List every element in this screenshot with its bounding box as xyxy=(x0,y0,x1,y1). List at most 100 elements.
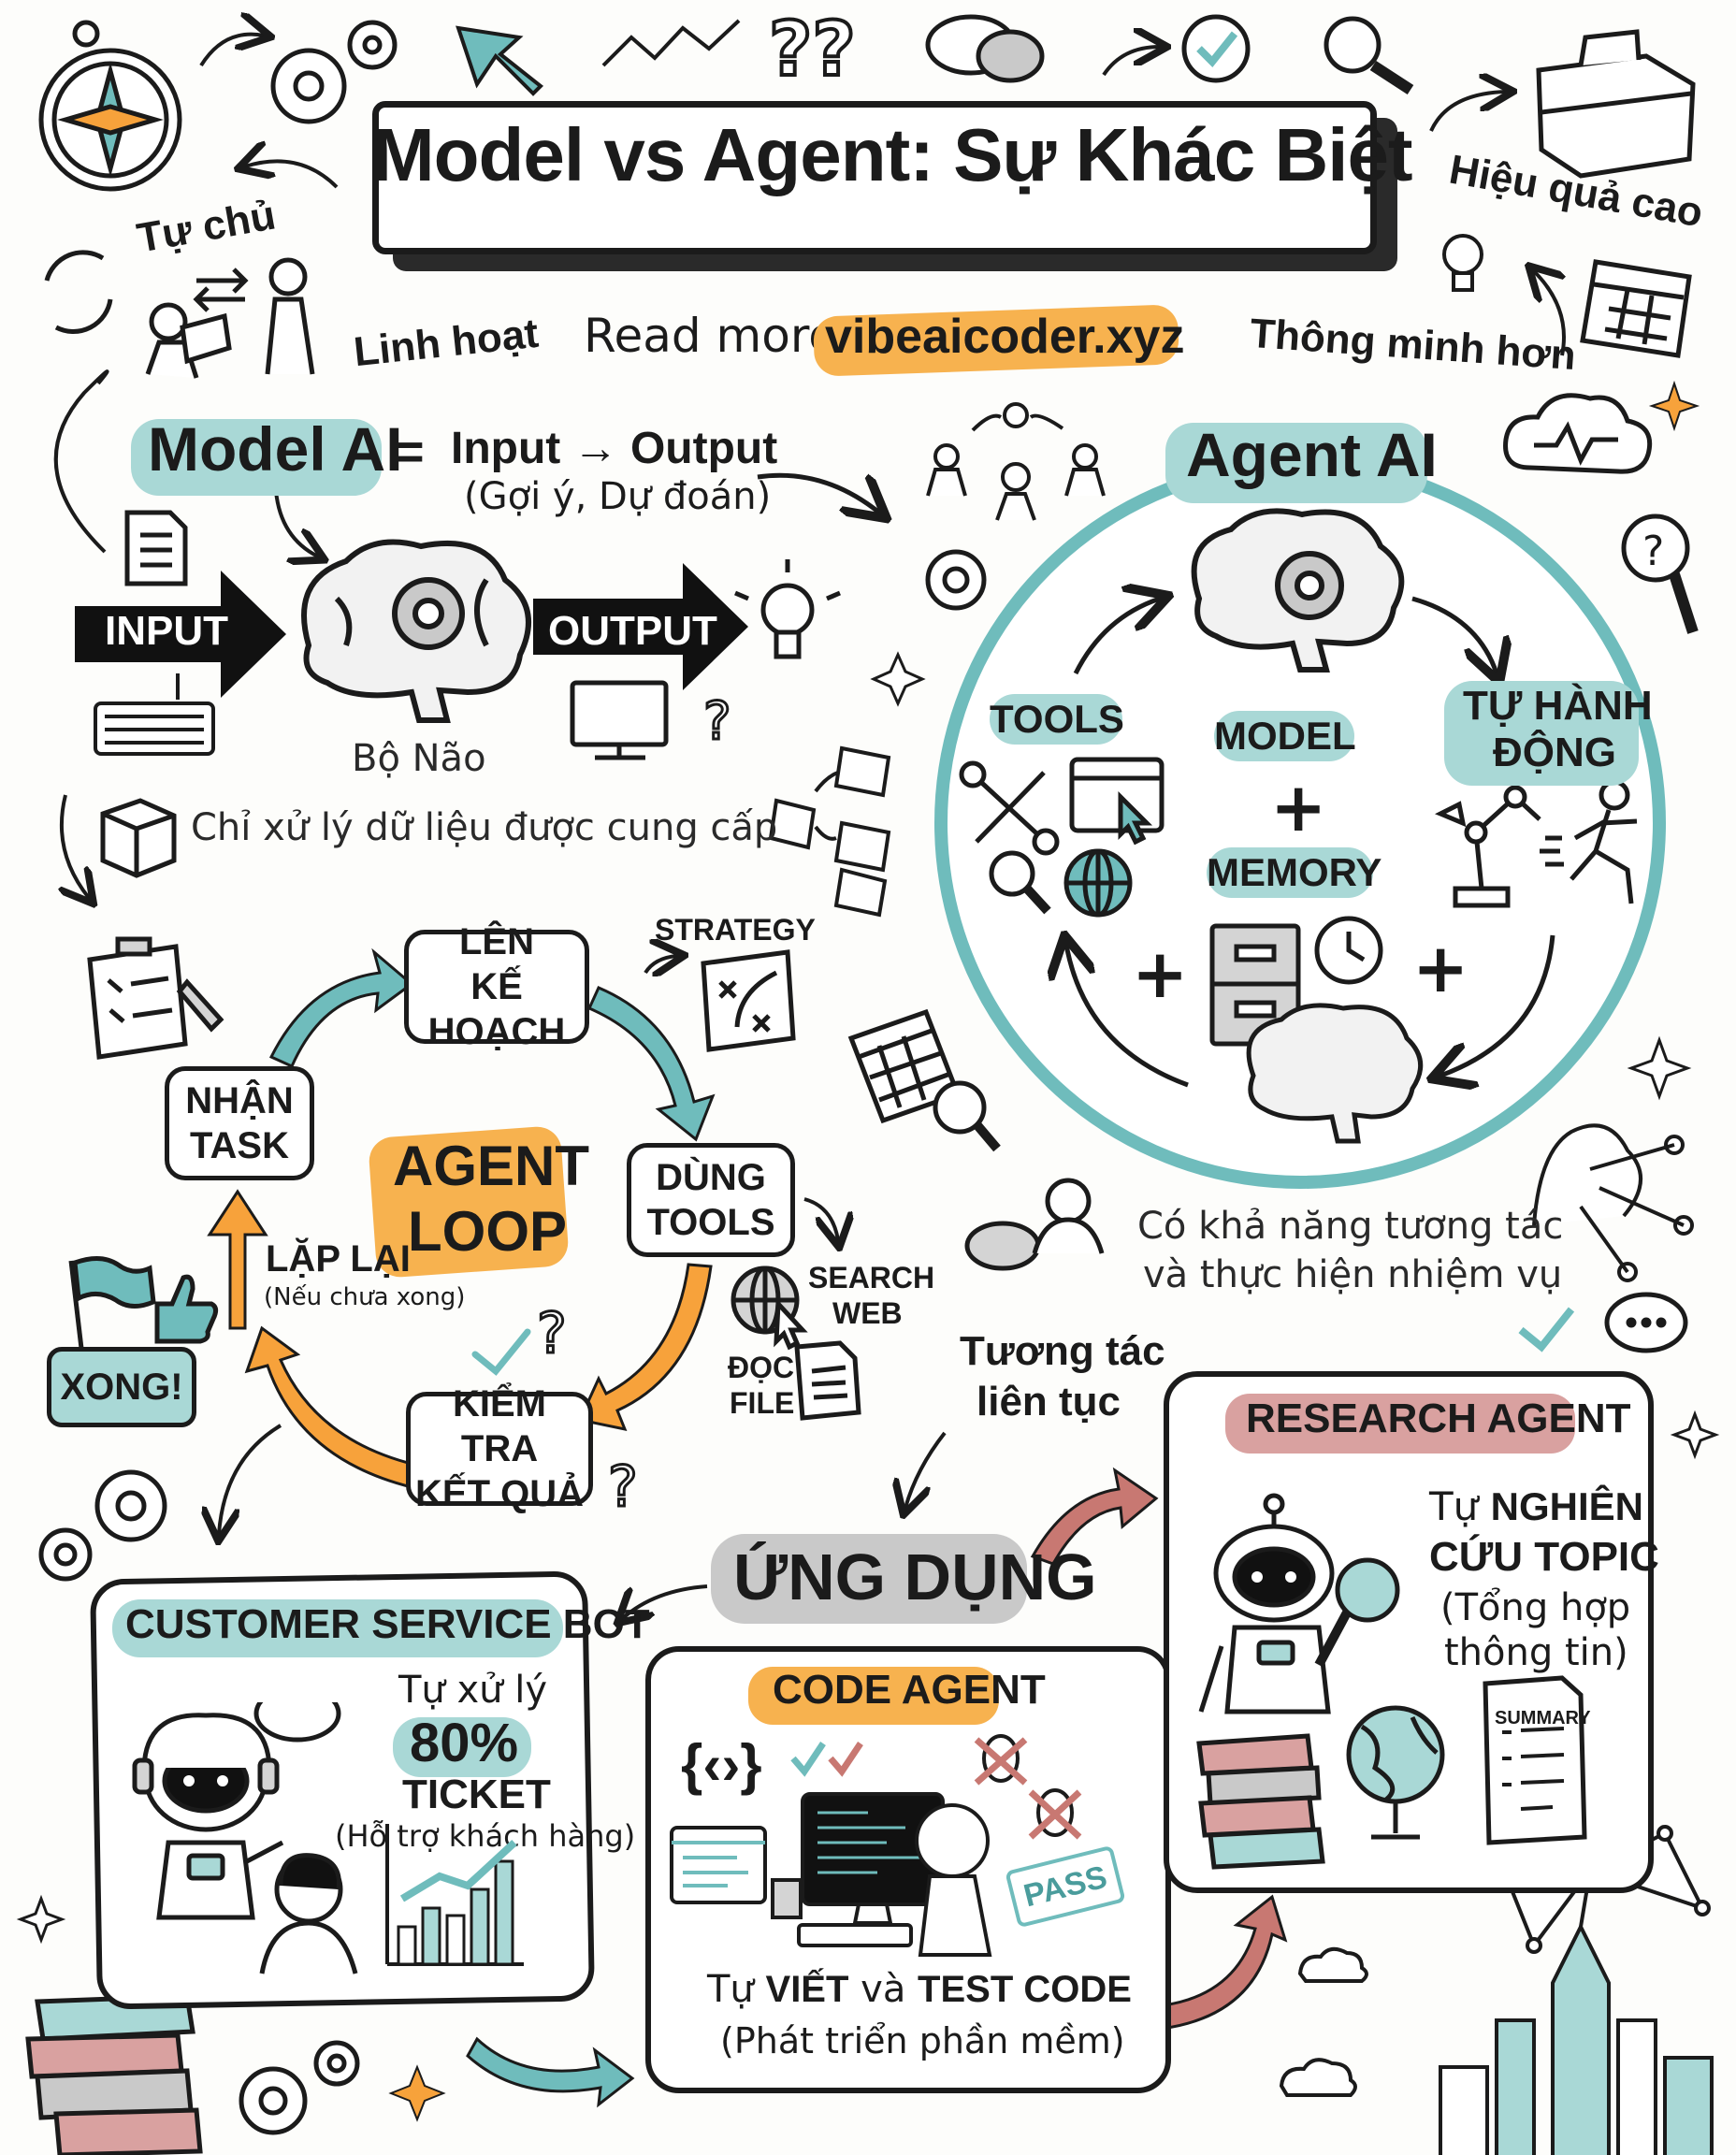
team-network-icon xyxy=(926,402,1106,521)
model-ai-formula: Input → Output xyxy=(451,424,778,473)
interaction-label-line1: Tương tác xyxy=(960,1328,1165,1374)
file-icon xyxy=(794,1340,861,1421)
loop-arrow-teal xyxy=(587,986,716,1142)
arrow-icon xyxy=(1429,92,1506,132)
strategy-board-icon xyxy=(701,949,796,1052)
document-icon xyxy=(124,510,188,586)
question-icon: ? xyxy=(703,691,731,752)
chat-icon xyxy=(925,14,1045,83)
gear-icon xyxy=(925,549,987,611)
lightbulb-icon xyxy=(734,559,841,659)
filing-cabinet-icon xyxy=(1209,923,1301,1047)
arrow-icon xyxy=(53,369,109,554)
toolbox-icon xyxy=(1536,29,1696,179)
title-banner xyxy=(372,101,1377,254)
magnifier-icon xyxy=(989,850,1051,915)
agent-ai-title: Agent AI xyxy=(1186,420,1438,489)
package-icon xyxy=(100,798,177,878)
summary-label: SUMMARY xyxy=(1495,1708,1591,1728)
flag-icon xyxy=(68,1256,156,1357)
question-icon: ?? xyxy=(769,6,856,93)
monitor-icon xyxy=(570,680,669,760)
model-ai-equals: = xyxy=(395,424,425,480)
research-robot-scene xyxy=(1196,1493,1587,1870)
research-agent-line2: CỨU TOPIC xyxy=(1429,1534,1659,1580)
compass-icon xyxy=(38,20,182,192)
plus-icon: + xyxy=(1270,768,1326,846)
agent-tools-label: TOOLS xyxy=(990,694,1124,745)
customer-bot-line2: TICKET xyxy=(402,1772,551,1817)
arrow-icon xyxy=(905,1431,947,1508)
arrow-icon xyxy=(245,161,339,189)
interaction-label-line2: liên tục xyxy=(976,1379,1121,1425)
globe-icon xyxy=(1063,848,1133,918)
read-file-line1: ĐỌC xyxy=(728,1351,795,1384)
chat-icon xyxy=(1604,1292,1688,1353)
gears-icon xyxy=(38,1469,167,1582)
agent-description-line2: và thực hiện nhiệm vụ xyxy=(1143,1253,1563,1296)
check-icon xyxy=(1518,1307,1575,1352)
loop-arrow-orange xyxy=(577,1263,713,1432)
strategy-label: STRATEGY xyxy=(655,913,816,947)
repeat-label: LẶP LẠI xyxy=(266,1238,411,1280)
brain-icon xyxy=(1246,1003,1424,1144)
people-exchange-icon xyxy=(145,257,315,379)
model-ai-highlight xyxy=(131,419,382,496)
trend-line-icon xyxy=(601,19,741,67)
output-arrow xyxy=(533,563,748,690)
output-label: OUTPUT xyxy=(548,608,717,654)
search-web-line1: SEARCH xyxy=(808,1261,935,1294)
search-web-line2: WEB xyxy=(832,1296,903,1330)
input-label: INPUT xyxy=(105,608,228,654)
model-ai-subtitle: (Gợi ý, Dự đoán) xyxy=(464,475,772,518)
help-magnifier-icon xyxy=(1621,513,1699,634)
research-agent-note-line2: thông tin) xyxy=(1444,1631,1628,1674)
thumbs-up-icon xyxy=(154,1274,219,1344)
calendar-search-icon xyxy=(847,1008,1001,1152)
code-agent-title: CODE AGENT xyxy=(773,1667,1046,1713)
applications-title: ỨNG DỤNG xyxy=(733,1540,1097,1613)
agent-description-line1: Có khả năng tương tác xyxy=(1137,1205,1564,1248)
sparkle-icon xyxy=(1670,1410,1720,1460)
arrow-icon xyxy=(803,1197,838,1240)
sparkle-icon xyxy=(388,2064,446,2122)
agent-action-line1: TỰ HÀNH xyxy=(1463,683,1653,729)
robot-arm-icon xyxy=(1434,785,1541,908)
arrow-icon xyxy=(1102,47,1160,77)
research-agent-title-highlight xyxy=(1225,1394,1575,1454)
research-agent-line1: Tự NGHIÊN xyxy=(1429,1483,1643,1529)
question-icon: ? xyxy=(1642,528,1664,575)
code-agent-line1: Tự VIẾT và TEST CODE xyxy=(707,1968,1132,2011)
cycle-arrow xyxy=(1066,945,1189,1088)
code-agent-title-highlight xyxy=(748,1667,999,1725)
gears-icon xyxy=(270,20,398,124)
customer-bot-percent: 80% xyxy=(410,1713,519,1773)
code-symbol: {‹›} xyxy=(681,1733,762,1796)
data-flow-icon xyxy=(768,745,891,918)
clipboard-icon xyxy=(87,936,224,1060)
code-agent-note: (Phát triển phần mềm) xyxy=(720,2020,1125,2061)
magnifier-icon xyxy=(1324,16,1414,95)
arrow-icon xyxy=(219,1424,282,1534)
gears-icon xyxy=(239,2040,360,2135)
cloud-pulse-icon xyxy=(1503,393,1653,474)
customer-bot-title: CUSTOMER SERVICE BOT xyxy=(125,1601,650,1647)
plus-icon: + xyxy=(1132,934,1188,1013)
arrow-icon xyxy=(757,472,879,513)
red-arrow-icon xyxy=(1030,1467,1159,1566)
read-more-link[interactable]: vibeaicoder.xyz xyxy=(825,310,1185,364)
research-agent-note-line1: (Tổng hợp xyxy=(1440,1586,1631,1629)
cycle-arrow xyxy=(1440,934,1555,1076)
arrow-icon xyxy=(199,35,264,67)
brain-icon xyxy=(301,539,531,723)
agent-loop-title-line2: LOOP xyxy=(408,1200,568,1263)
customer-bot-note: (Hỗ trợ khách hàng) xyxy=(335,1818,636,1854)
customer-bot-title-highlight xyxy=(112,1599,563,1657)
agent-action-highlight xyxy=(1444,681,1639,786)
cycle-arrow xyxy=(1073,599,1160,675)
done-badge: XONG! xyxy=(47,1347,196,1427)
